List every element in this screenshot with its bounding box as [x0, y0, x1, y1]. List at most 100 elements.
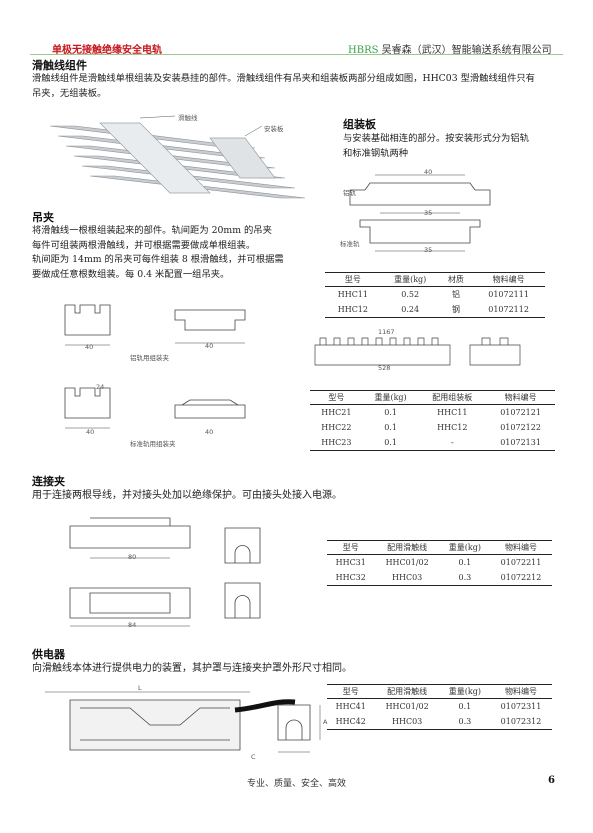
clamp-desc: 将滑触线一根根组装起来的部件。轨间距为 20mm 的吊夹 每件可组装两根滑触线，… — [32, 224, 322, 282]
callout-mount-board: 安装板 — [264, 125, 284, 133]
dim-label: 80 — [128, 553, 137, 561]
table-cell: HHC23 — [321, 438, 352, 447]
table-cell: 0.1 — [384, 408, 397, 417]
col-header: 重量(kg) — [394, 275, 427, 284]
col-header: 材质 — [447, 275, 464, 284]
aluminium-clamp-drawing — [64, 304, 246, 346]
section-title-assembly-board: 组装板 — [343, 118, 376, 131]
table-cell: HHC11 — [337, 290, 368, 299]
table-cell: HHC03 — [392, 717, 423, 726]
table-cell: 0.1 — [384, 438, 397, 447]
table-cell: 01072312 — [500, 717, 542, 726]
dim-label-long-top: 1167 — [378, 328, 395, 336]
brand-name: HBRS — [348, 45, 379, 56]
dim-label: 40 — [205, 342, 214, 350]
col-header: 配用滑触线 — [387, 543, 428, 552]
connector-table: 型号 配用滑触线 重量(kg) 物料编号 HHC31 HHC01/02 0.1 … — [327, 540, 552, 586]
desc-line: 吊夹，无组装板。 — [32, 87, 107, 99]
col-header: 型号 — [342, 687, 359, 696]
table-row: HHC31 HHC01/02 0.1 01072211 — [327, 555, 552, 571]
table-cell: 0.1 — [458, 558, 472, 567]
table-cell: HHC42 — [335, 717, 366, 726]
dim-label-bottom: 35 — [424, 246, 433, 254]
table-row: HHC23 0.1 - 01072131 — [310, 435, 555, 451]
table-cell: HHC01/02 — [385, 558, 429, 567]
table-row: HHC11 0.52 铝 01072111 — [325, 287, 545, 303]
dim-label: 24 — [96, 383, 105, 391]
page-number: 6 — [548, 775, 555, 786]
table-cell: HHC11 — [437, 408, 468, 417]
table-cell: 01072131 — [500, 438, 541, 447]
table-cell: HHC41 — [335, 702, 366, 711]
col-header: 物料编号 — [505, 543, 537, 552]
table-header-row: 型号 配用滑触线 重量(kg) 物料编号 — [327, 540, 552, 555]
desc-line: 将滑触线一根根组装起来的部件。轨间距为 20mm 的吊夹 — [32, 225, 272, 236]
label-aluminium-rail: 铝轨 — [343, 189, 356, 197]
table-cell: 钢 — [451, 305, 460, 314]
desc-line: 和标准钢轨两种 — [343, 147, 409, 159]
col-header: 重量(kg) — [448, 687, 482, 696]
section-title-connector: 连接夹 — [32, 475, 65, 488]
table-cell: HHC31 — [335, 558, 366, 567]
table-header-row: 型号 重量(kg) 配用组装板 物料编号 — [310, 390, 555, 405]
desc-line: 每件可组装两根滑触线，并可根据需要做成单根组装。 — [32, 239, 256, 251]
table-cell: HHC12 — [437, 423, 468, 432]
table-header-row: 型号 配用滑触线 重量(kg) 物料编号 — [327, 684, 552, 699]
desc-line: 轨间距为 14mm 的吊夹可每件组装 8 根滑触线，并可根据需 — [32, 254, 284, 265]
clamp-table: 型号 重量(kg) 配用组装板 物料编号 HHC21 0.1 HHC11 010… — [310, 390, 555, 451]
table-cell: 01072121 — [500, 408, 541, 417]
table-cell: 01072211 — [500, 558, 542, 567]
callout-wire: 滑触线 — [178, 114, 198, 122]
section-title-clamp: 吊夹 — [32, 211, 54, 224]
table-cell: 01072212 — [500, 573, 542, 582]
header-doc-title: 单极无接触绝缘安全电轨 — [52, 45, 162, 56]
dim-label-mid: 35 — [424, 209, 433, 217]
table-cell: 01072311 — [500, 702, 542, 711]
rail-assembly-illustration — [49, 115, 306, 199]
table-header-row: 型号 重量(kg) 材质 物料编号 — [325, 272, 545, 287]
col-header: 重量(kg) — [448, 543, 482, 552]
section-title-wire-assembly: 滑触线组件 — [32, 59, 87, 72]
assembly-board-drawing — [349, 174, 491, 252]
col-header: 配用滑触线 — [387, 687, 428, 696]
dim-label-A: A — [323, 718, 328, 726]
table-cell: 0.3 — [458, 573, 472, 582]
company-name: 吴睿森（武汉）智能输送系统有限公司 — [378, 45, 552, 56]
dim-label: 84 — [128, 621, 137, 629]
dim-label-top: 40 — [424, 168, 433, 176]
table-cell: 0.24 — [401, 305, 420, 314]
label-standard-rail: 标准轨 — [340, 240, 360, 248]
table-cell: HHC01/02 — [385, 702, 429, 711]
connector-drawing — [69, 517, 261, 627]
table-cell: 0.52 — [401, 290, 420, 299]
table-cell: 0.1 — [458, 702, 472, 711]
table-row: HHC22 0.1 HHC12 01072122 — [310, 420, 555, 435]
col-header: 物料编号 — [504, 393, 537, 402]
table-cell: - — [450, 438, 454, 447]
standard-clamp-drawing — [64, 387, 246, 429]
col-header: 重量(kg) — [374, 393, 407, 402]
table-cell: 铝 — [451, 290, 460, 299]
table-cell: 0.1 — [384, 423, 397, 432]
table-row: HHC12 0.24 钢 01072112 — [325, 302, 545, 318]
col-header: 配用组装板 — [432, 393, 473, 402]
table-cell: HHC03 — [392, 573, 423, 582]
col-header: 型号 — [342, 543, 359, 552]
footer-slogan: 专业、质量、安全、高效 — [246, 779, 346, 789]
col-header: 物料编号 — [492, 275, 525, 284]
dim-label-long-bottom: 528 — [378, 364, 391, 372]
table-cell: HHC32 — [335, 573, 366, 582]
table-cell: HHC22 — [321, 423, 352, 432]
table-row: HHC41 HHC01/02 0.1 01072311 — [327, 699, 552, 715]
table-cell: HHC21 — [321, 408, 352, 417]
desc-line: 与安装基础相连的部分。按安装形式分为铝轨 — [343, 133, 529, 144]
dim-label: 40 — [205, 428, 214, 436]
dim-label-C: C — [251, 753, 256, 761]
assembly-board-desc: 与安装基础相连的部分。按安装形式分为铝轨 和标准钢轨两种 — [343, 132, 573, 161]
feeder-table: 型号 配用滑触线 重量(kg) 物料编号 HHC41 HHC01/02 0.1 … — [327, 684, 552, 730]
table-row: HHC21 0.1 HHC11 01072121 — [310, 405, 555, 421]
header-divider — [30, 54, 563, 55]
col-header: 型号 — [344, 275, 361, 284]
connector-desc: 用于连接两根导线，并对接头处加以绝缘保护。可由接头处接入电源。 — [32, 490, 342, 501]
col-header: 物料编号 — [505, 687, 537, 696]
